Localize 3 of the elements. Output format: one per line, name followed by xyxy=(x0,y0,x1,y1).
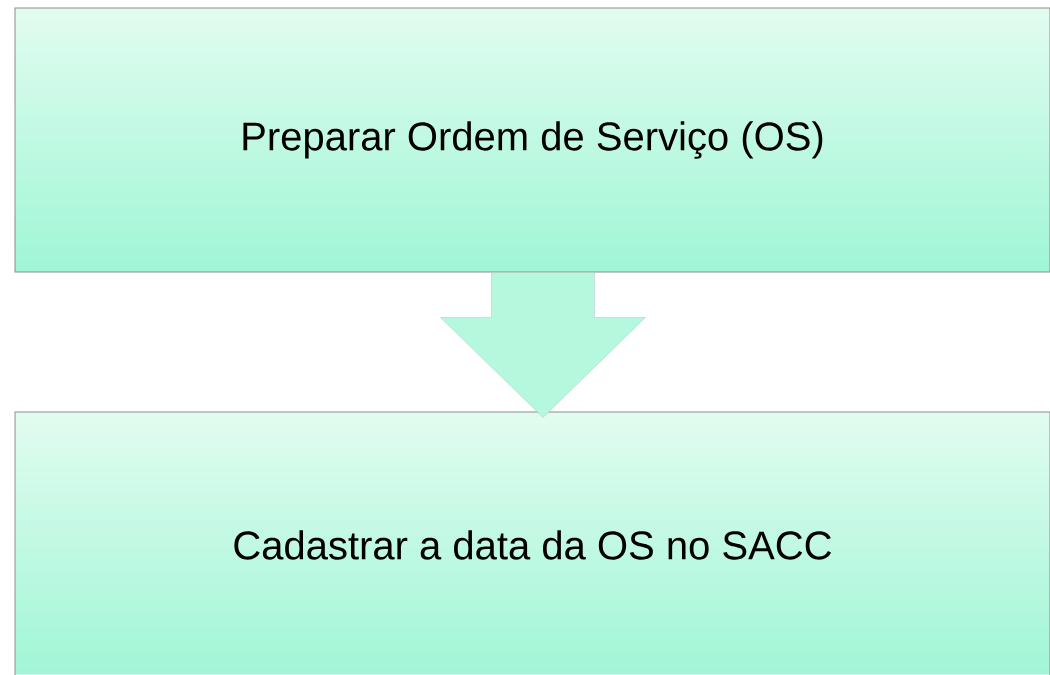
block-arrow xyxy=(440,272,646,418)
process-box: Preparar Ordem de Serviço (OS) xyxy=(14,7,1050,273)
process-box: Cadastrar a data da OS no SACC xyxy=(14,411,1050,675)
